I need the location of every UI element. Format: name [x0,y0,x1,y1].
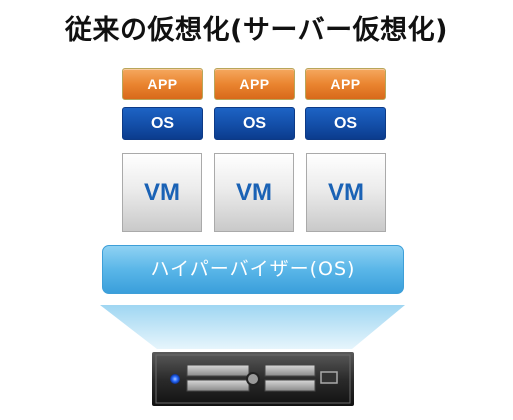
vm-block: VM [122,153,202,232]
vm-block: VM [214,153,294,232]
os-block: OS [214,107,295,140]
funnel-icon [100,305,405,349]
vm-block: VM [306,153,386,232]
os-block: OS [305,107,386,140]
usb-port-icon [320,371,338,384]
funnel-shape [100,305,405,349]
app-block: APP [122,68,203,100]
server-icon [152,352,354,406]
power-button-icon [246,372,260,386]
power-led-icon [170,374,180,384]
drive-bay [264,364,316,377]
drive-bay [186,364,250,377]
page-title: 従来の仮想化(サーバー仮想化) [65,15,448,46]
drive-bay [186,379,250,392]
hypervisor-bar: ハイパーバイザー(OS) [102,245,404,294]
app-block: APP [214,68,295,100]
server-inner-frame [155,354,351,404]
app-block: APP [305,68,386,100]
drive-bay [264,379,316,392]
os-block: OS [122,107,203,140]
